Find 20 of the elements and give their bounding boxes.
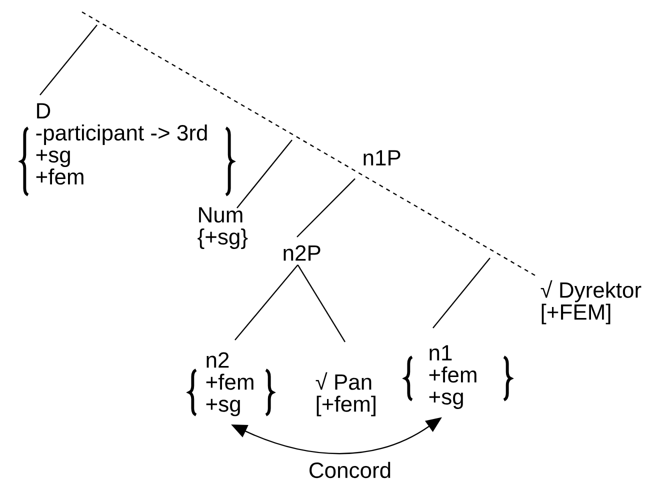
tree-label: n2P: [284, 245, 320, 261]
tree-branch: [432, 258, 490, 328]
tree-label: D -participant -> 3rd +sg +fem: [36, 103, 207, 185]
tree-branch: [297, 264, 346, 342]
tree-label: √ Pan [+fem]: [316, 372, 376, 416]
node-label: D: [37, 103, 50, 118]
tree-branch: [296, 178, 356, 238]
tree-branch: [234, 264, 298, 340]
node-label: +fem: [36, 168, 84, 185]
tree-branch: [236, 140, 292, 208]
tree-label: n1P: [364, 150, 400, 166]
tree-label: Num {+sg}: [198, 207, 248, 249]
dashed-line: [82, 11, 536, 277]
tree-branch: [40, 24, 98, 96]
tree-label: n1 +fem +sg: [429, 345, 476, 409]
node-label: -participant -> 3rd: [36, 124, 207, 145]
tree-label: n2 +fem +sg: [206, 352, 254, 416]
tree-label: √ Dyrektor [+FEM]: [540, 280, 642, 324]
node-label: +sg: [36, 150, 70, 167]
edge-label: Concord: [310, 462, 390, 478]
